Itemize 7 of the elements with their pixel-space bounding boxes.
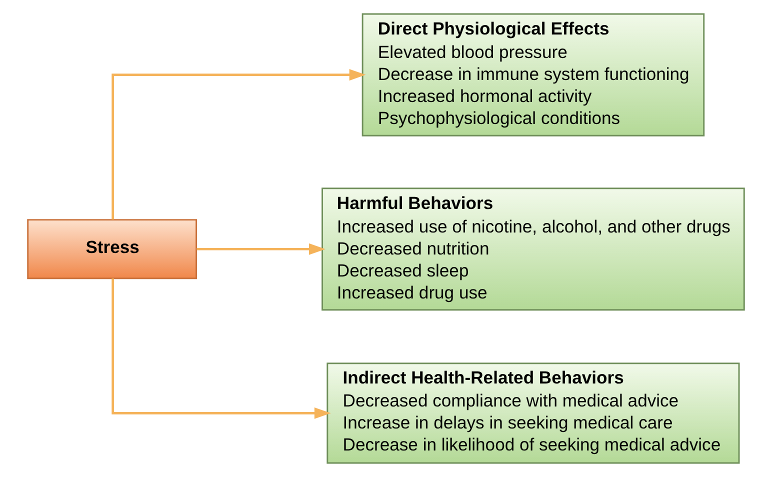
node-box: Stress (26, 219, 197, 280)
arrow (111, 278, 330, 419)
node-box: Direct Physiological Effects Elevated blood pressure Decrease in immune system functioning Increased hormonal activity Psychophysiological conditions (361, 13, 704, 136)
node-box: Harmful Behaviors Increased use of nicotine, alcohol, and other drugs Decreased nutrition Decreased sleep Increased drug use (321, 188, 744, 311)
arrow (196, 243, 325, 255)
arrow (111, 69, 366, 220)
node-box: Indirect Health-Related Behaviors Decreased compliance with medical advice Increase in delays in seeking medical care Decrease in likelihood of seeking medical advice (326, 362, 740, 464)
